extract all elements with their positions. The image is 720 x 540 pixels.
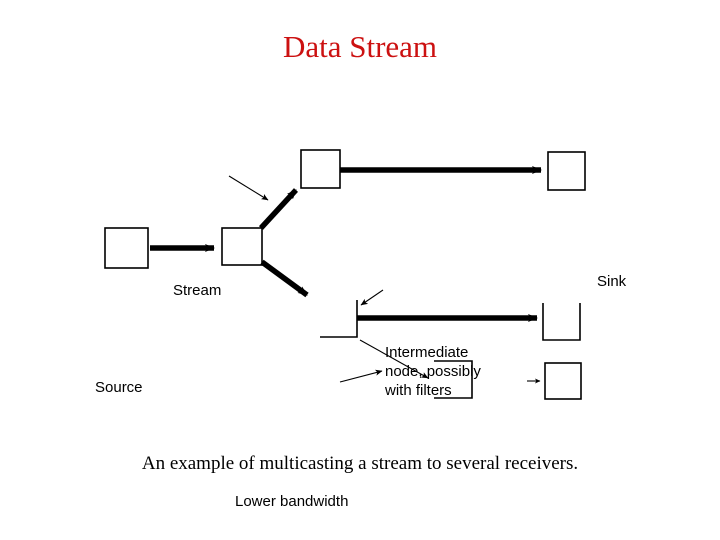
receiver-mid-node	[434, 360, 473, 399]
receiver-upper-node	[542, 303, 581, 341]
receiver-lower-node	[544, 362, 582, 400]
source-node	[104, 227, 149, 269]
intermediate-node-label: Intermediate node, possibly with filters	[385, 343, 481, 400]
diagram-svg	[104, 149, 586, 400]
upper-relay-node	[300, 149, 341, 189]
link-lower-relay-to-receiver-mid	[359, 339, 429, 379]
intermediate-node-label-line3: with filters	[385, 382, 452, 399]
leader-lower-bandwidth	[339, 369, 383, 383]
sink-node	[547, 151, 586, 191]
lower-bandwidth-label: Lower bandwidth	[235, 493, 349, 510]
intermediate-node-label-line1: Intermediate	[385, 344, 469, 361]
link-branch-to-upper-relay	[258, 188, 299, 230]
data-stream-diagram: Stream Source Sink Intermediate node, po…	[0, 110, 720, 510]
page-title: Data Stream	[282, 29, 438, 64]
sink-label: Sink	[597, 273, 627, 290]
lower-relay-node	[320, 300, 358, 338]
slide-caption: An example of multicasting a stream to s…	[141, 453, 579, 474]
leader-stream	[228, 175, 269, 201]
link-branch-to-lower-relay	[260, 259, 309, 298]
leader-intermediate	[360, 289, 384, 306]
stream-label: Stream	[173, 282, 222, 299]
source-label: Source	[95, 379, 143, 396]
branch-node	[221, 227, 263, 266]
intermediate-node-label-line2: node, possibly	[385, 363, 481, 380]
